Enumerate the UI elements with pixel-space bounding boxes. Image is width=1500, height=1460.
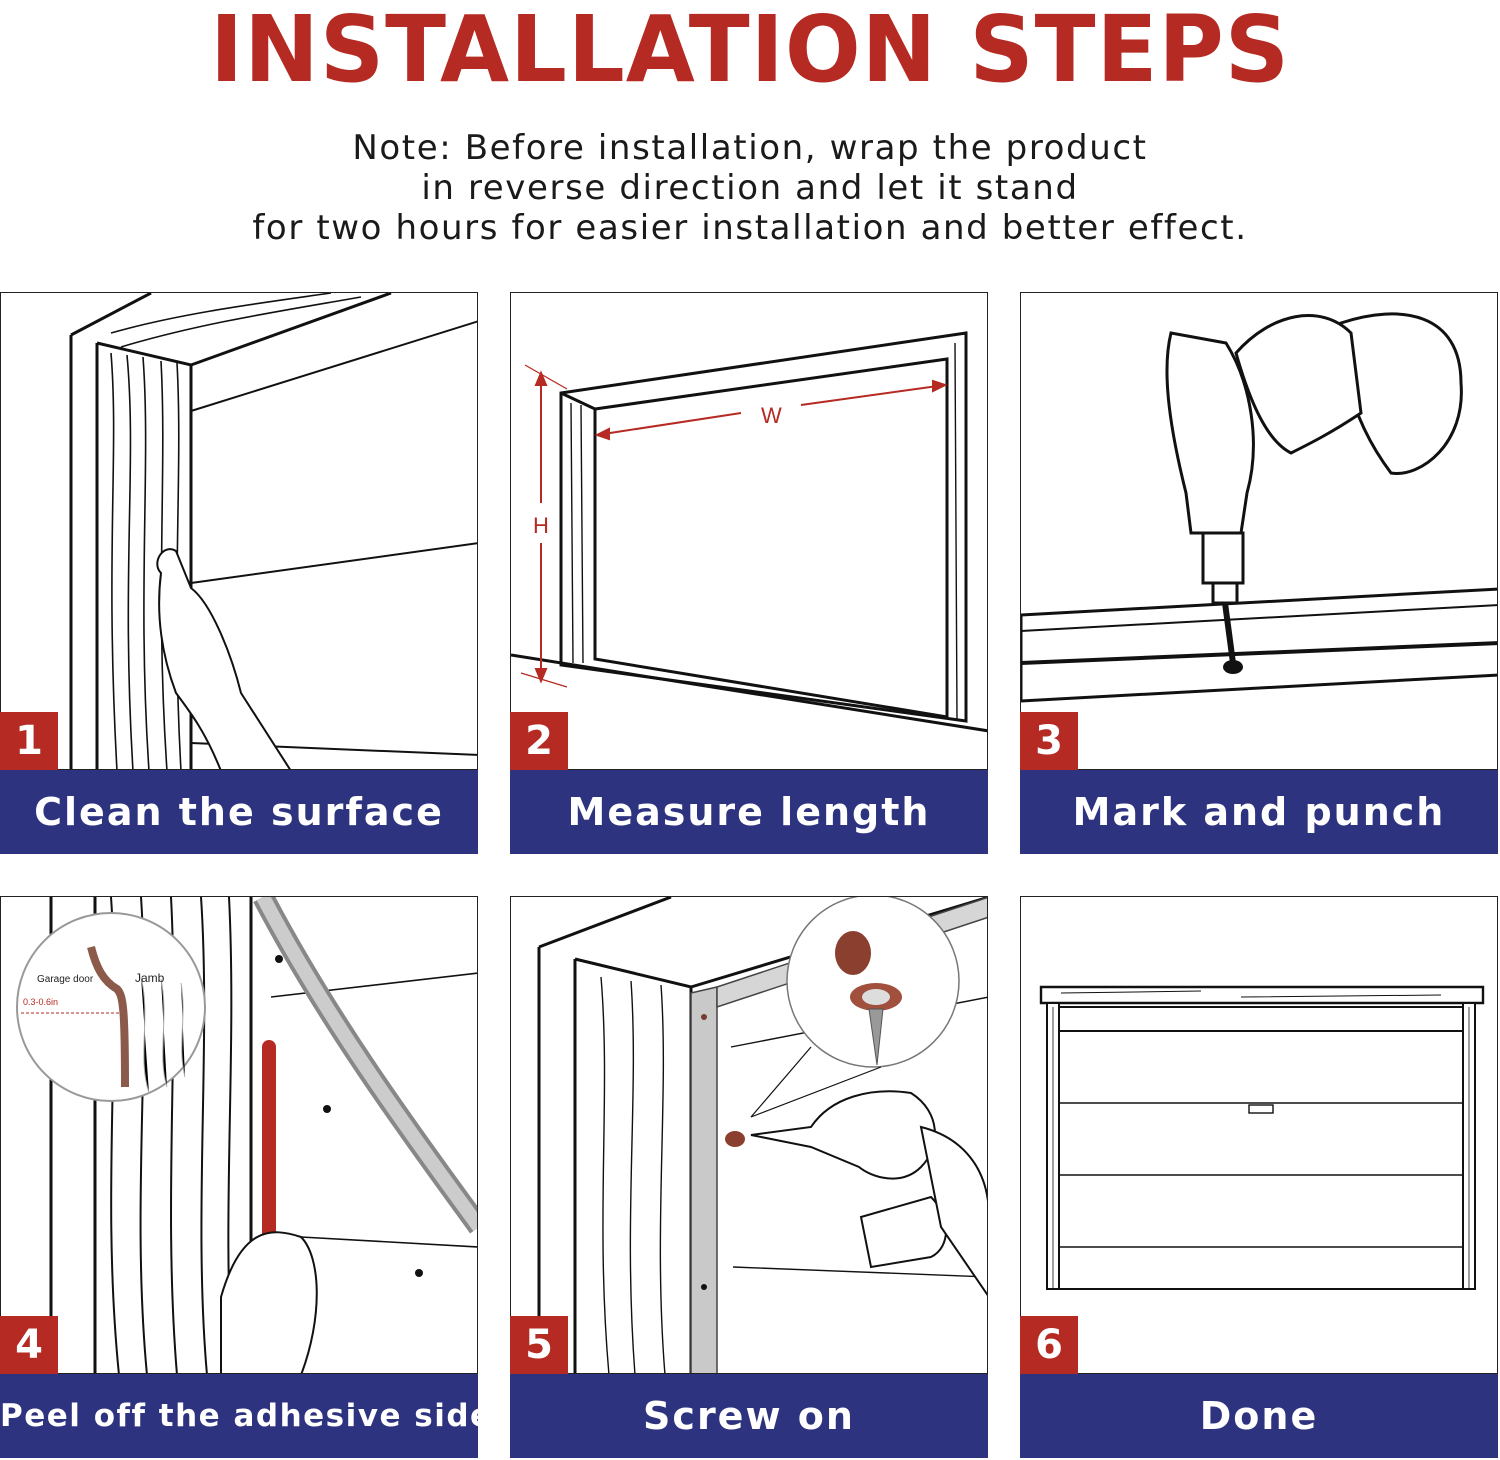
garage-door-icon	[1039, 985, 1485, 1290]
step-1-card: 1 Clean the surface	[0, 292, 478, 854]
step-3-number: 3	[1020, 712, 1078, 770]
garage-door-label: Garage door	[37, 974, 94, 985]
jamb-label: Jamb	[135, 971, 165, 985]
hand-icon	[156, 548, 291, 769]
step-5-caption: Screw on	[510, 1374, 988, 1458]
step-2-caption: Measure length	[510, 770, 988, 854]
installation-note: Note: Before installation, wrap the prod…	[0, 128, 1500, 248]
step-1-number: 1	[0, 712, 58, 770]
wood-frame-icon	[69, 293, 477, 769]
screw-drill-icon	[537, 897, 987, 1373]
note-line-3: for two hours for easier installation an…	[252, 208, 1248, 248]
step-6-card: 6 Done	[1020, 896, 1498, 1458]
step-4-number: 4	[0, 1316, 58, 1374]
step-6-number: 6	[1020, 1316, 1078, 1374]
page-title: INSTALLATION STEPS	[210, 0, 1290, 103]
note-line-2: in reverse direction and let it stand	[421, 168, 1079, 208]
note-line-1: Note: Before installation, wrap the prod…	[352, 128, 1148, 168]
screw-icon	[835, 931, 902, 1066]
step-1-illustration	[0, 292, 478, 770]
step-1-caption: Clean the surface	[0, 770, 478, 854]
detail-zoom-circle	[16, 912, 206, 1102]
step-5-number: 5	[510, 1316, 568, 1374]
height-label: H	[533, 513, 549, 538]
step-2-card: W H 2 Measure length	[510, 292, 988, 854]
step-3-card: 3 Mark and punch	[1020, 292, 1498, 854]
step-5-illustration	[510, 896, 988, 1374]
step-4-caption: Peel off the adhesive side	[0, 1374, 491, 1458]
gap-label: 0.3-0.6in	[23, 997, 58, 1007]
step-2-number: 2	[510, 712, 568, 770]
step-3-illustration	[1020, 292, 1498, 770]
step-3-caption: Mark and punch	[1020, 770, 1498, 854]
step-6-caption: Done	[1020, 1374, 1498, 1458]
drill-icon	[1021, 312, 1497, 703]
door-frame-icon: W H	[511, 331, 987, 733]
step-5-card: 5 Screw on	[510, 896, 988, 1458]
step-4-illustration: Garage door Jamb 0.3-0.6in	[0, 896, 478, 1374]
width-label: W	[761, 403, 782, 428]
step-4-card: Garage door Jamb 0.3-0.6in 4 Peel off th…	[0, 896, 491, 1458]
step-2-illustration: W H	[510, 292, 988, 770]
step-6-illustration	[1020, 896, 1498, 1374]
seal-strip-icon: Garage door Jamb 0.3-0.6in	[16, 897, 477, 1373]
